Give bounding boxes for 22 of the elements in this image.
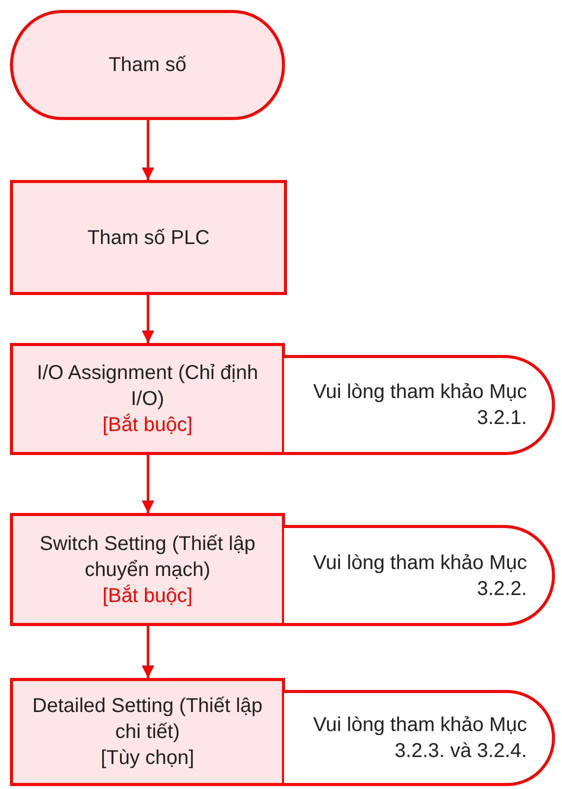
note-callout: [284, 355, 555, 455]
process-box: [10, 513, 285, 626]
arrow: [142, 626, 154, 678]
step-label: Switch Setting (Thiết lập chuyển mạch): [38, 532, 256, 582]
step-label: I/O Assignment (Chỉ định I/O): [36, 361, 260, 412]
arrow: [142, 455, 154, 513]
process-box: [10, 678, 285, 786]
note-text: Vui lòng tham khảo Mục 3.2.1.: [312, 380, 527, 431]
arrow: [142, 120, 154, 180]
step-label: Detailed Setting (Thiết lập chi tiết): [31, 694, 264, 745]
requirement-tag: [Tùy chọn]: [100, 745, 194, 771]
note-text: Vui lòng tham khảo Mục 3.2.3. và 3.2.4.: [312, 713, 527, 764]
requirement-tag: [Bắt buộc]: [102, 582, 193, 608]
note-callout: [284, 690, 555, 786]
note-text: Vui lòng tham khảo Mục 3.2.2.: [312, 550, 527, 602]
step-label: Tham số: [108, 53, 186, 78]
process-box: [10, 343, 285, 455]
arrow: [142, 295, 154, 343]
requirement-tag: [Bắt buộc]: [102, 412, 193, 438]
note-callout: [284, 525, 555, 626]
process-box: [10, 180, 287, 295]
step-label: Tham số PLC: [87, 226, 210, 250]
